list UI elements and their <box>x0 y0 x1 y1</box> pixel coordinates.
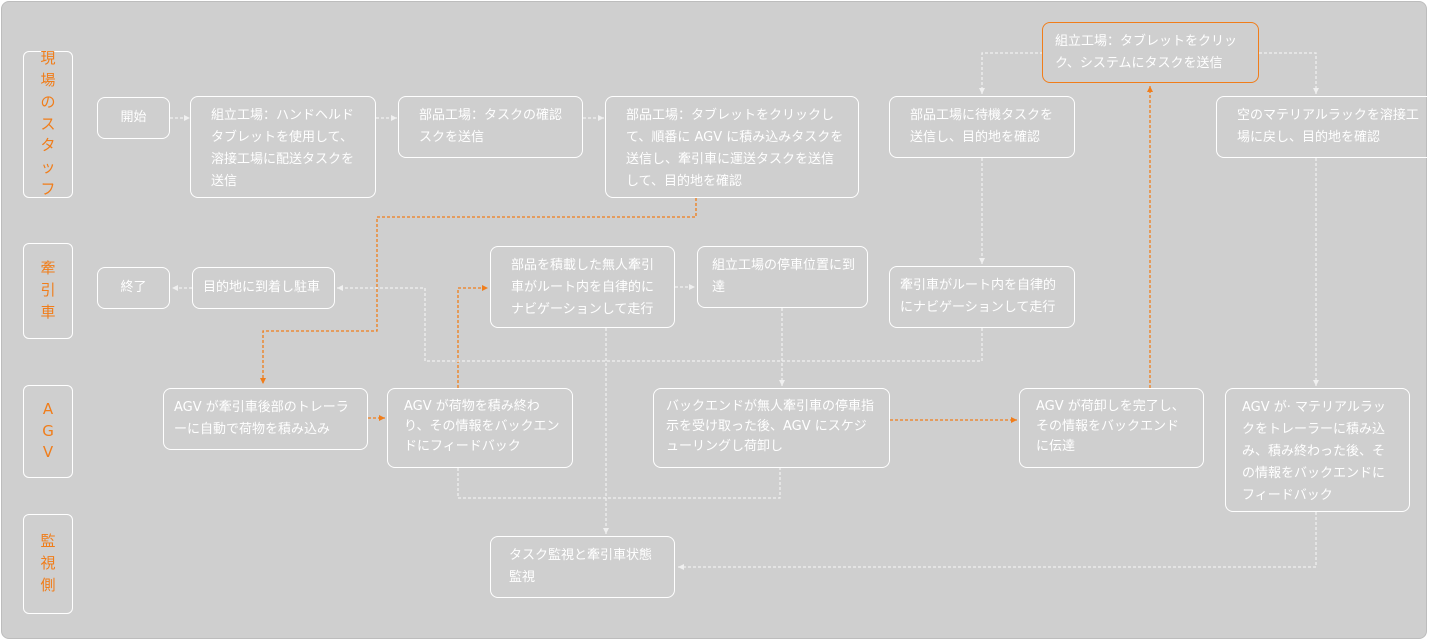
node-arrive-assembly-text: 組立工場の停車位置に到達 <box>712 258 856 295</box>
node-agv-rack-feedback: AGV が· マテリアルラックをトレーラーに積み込み、積み終わった後、その情報を… <box>1225 388 1410 512</box>
lane-agv: AGV <box>23 385 73 478</box>
node-assembly-handheld-text: 組立工場：ハンドヘルドタブレットを使用して、溶接工場に配送タスクを送信 <box>211 108 355 189</box>
node-parts-tablet-text: 部品工場：タブレットをクリックして、順番に AGV に積み込みタスクを送信し、牽… <box>626 108 844 189</box>
node-agv-load: AGV が牽引車後部のトレーラーに自動で荷物を積み込み <box>163 388 368 450</box>
node-loaded-nav-text: 部品を積載した無人牽引車がルート内を自律的にナビゲーションして走行 <box>511 258 655 317</box>
node-assembly-tablet-text: 組立工場：タブレットをクリック、システムにタスクを送信 <box>1055 34 1238 71</box>
node-backend-stop: バックエンドが無人牽引車の停車指示を受け取った後、AGV にスケジューリングし荷… <box>653 388 890 468</box>
node-assembly-tablet: 組立工場：タブレットをクリック、システムにタスクを送信 <box>1042 22 1259 83</box>
lane-monitor-label: 監視側 <box>40 532 56 594</box>
lane-agv-label: AGV <box>42 399 54 462</box>
node-agv-unload-done: AGV が荷卸しを完了し、その情報をバックエンドに伝達 <box>1019 388 1204 468</box>
node-parts-tablet: 部品工場：タブレットをクリックして、順番に AGV に積み込みタスクを送信し、牽… <box>605 96 859 198</box>
lane-staff: 現場のスタッフ <box>23 49 73 198</box>
node-end: 終了 <box>97 267 170 309</box>
lane-tractor-label: 牽引車 <box>40 259 56 321</box>
node-assembly-handheld: 組立工場：ハンドヘルドタブレットを使用して、溶接工場に配送タスクを送信 <box>190 96 376 198</box>
node-tractor-nav: 牽引車がルート内を自律的にナビゲーションして走行 <box>889 266 1075 328</box>
node-parts-confirm: 部品工場：タスクの確認スクを送信 <box>398 96 583 158</box>
node-start: 開始 <box>97 97 170 139</box>
lane-staff-label: 現場のスタッフ <box>40 49 56 198</box>
node-empty-rack-text: 空のマテリアルラックを溶接工場に戻し、目的地を確認 <box>1237 108 1419 145</box>
node-backend-stop-text: バックエンドが無人牽引車の停車指示を受け取った後、AGV にスケジューリングし荷… <box>666 399 875 454</box>
node-end-text: 終了 <box>120 280 147 295</box>
node-agv-rack-feedback-text: AGV が· マテリアルラックをトレーラーに積み込み、積み終わった後、その情報を… <box>1242 400 1386 503</box>
node-agv-loaded-feedback-text: AGV が荷物を積み終わり、その情報をバックエンドにフィードバック <box>404 399 560 454</box>
node-parts-waiting: 部品工場に待機タスクを送信し、目的地を確認 <box>889 96 1075 158</box>
node-tractor-nav-text: 牽引車がルート内を自律的にナビゲーションして走行 <box>900 278 1057 315</box>
lane-tractor: 牽引車 <box>23 243 73 339</box>
node-start-text: 開始 <box>120 110 147 125</box>
node-agv-loaded-feedback: AGV が荷物を積み終わり、その情報をバックエンドにフィードバック <box>387 388 573 468</box>
node-monitor-task-text: タスク監視と牽引車状態監視 <box>509 548 653 585</box>
node-loaded-nav: 部品を積載した無人牽引車がルート内を自律的にナビゲーションして走行 <box>490 246 675 328</box>
node-arrive-park-text: 目的地に到着し駐車 <box>203 280 321 295</box>
lane-monitor: 監視側 <box>23 514 73 614</box>
node-arrive-assembly: 組立工場の停車位置に到達 <box>697 246 868 308</box>
node-arrive-park: 目的地に到着し駐車 <box>192 267 335 309</box>
node-parts-confirm-text: 部品工場：タスクの確認スクを送信 <box>419 108 563 145</box>
node-agv-unload-done-text: AGV が荷卸しを完了し、その情報をバックエンドに伝達 <box>1036 399 1185 454</box>
node-agv-load-text: AGV が牽引車後部のトレーラーに自動で荷物を積み込み <box>174 400 349 437</box>
node-empty-rack: 空のマテリアルラックを溶接工場に戻し、目的地を確認 <box>1216 96 1430 158</box>
node-parts-waiting-text: 部品工場に待機タスクを送信し、目的地を確認 <box>910 108 1054 145</box>
node-monitor-task: タスク監視と牽引車状態監視 <box>490 536 675 598</box>
